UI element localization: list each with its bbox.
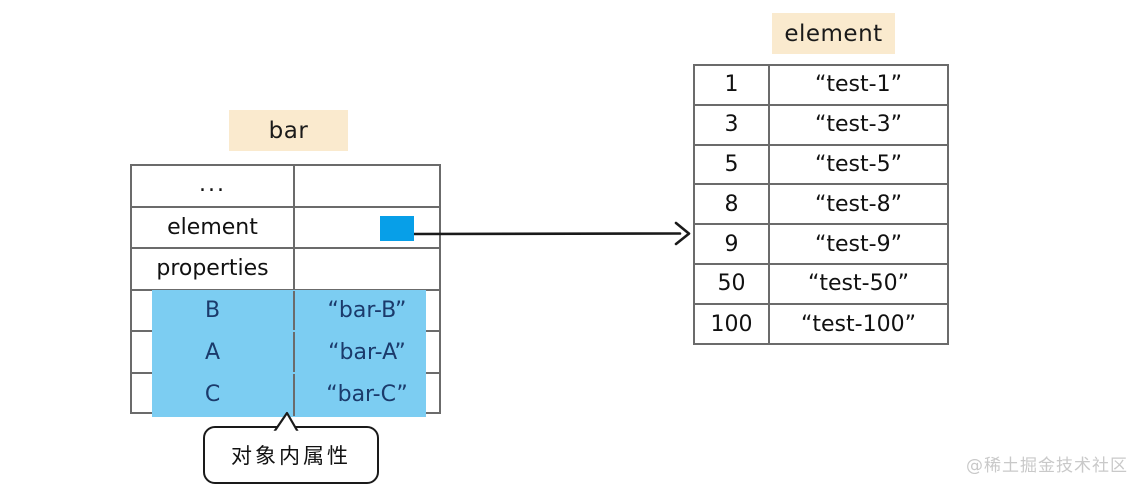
row-value — [295, 208, 439, 248]
table-row: ... — [132, 166, 439, 208]
table-row-highlighted: B “bar-B” — [132, 289, 439, 333]
table-row: 50 “test-50” — [695, 264, 947, 305]
row-key: C — [132, 373, 295, 416]
row-value — [295, 249, 439, 289]
table-row: properties — [132, 249, 439, 291]
element-reference-marker-icon — [380, 216, 414, 241]
row-key: 100 — [695, 304, 770, 345]
table-row: 1 “test-1” — [695, 66, 947, 106]
row-value: “test-50” — [808, 271, 909, 297]
callout-annotation: 对象内属性 — [203, 426, 379, 484]
bar-table-title: bar — [229, 110, 348, 151]
row-value: “test-1” — [815, 72, 902, 98]
row-value: “test-3” — [815, 112, 902, 138]
row-key: properties — [132, 249, 295, 289]
callout-pointer-icon — [272, 411, 300, 435]
table-row: 100 “test-100” — [695, 304, 947, 345]
row-key: 3 — [695, 105, 770, 144]
row-value: “bar-A” — [328, 339, 406, 365]
row-key: 50 — [695, 264, 770, 303]
table-row: element — [132, 207, 439, 250]
table-row: 8 “test-8” — [695, 185, 947, 226]
row-value: “test-100” — [801, 312, 916, 338]
table-row: 3 “test-3” — [695, 105, 947, 146]
row-key: B — [132, 290, 295, 331]
table-row: 9 “test-9” — [695, 225, 947, 265]
table-row-highlighted: C “bar-C” — [132, 372, 439, 417]
bar-object-table: ... element properties B “bar-B” A “bar-… — [130, 164, 441, 417]
element-table-title: element — [772, 13, 895, 54]
row-key: 5 — [695, 145, 770, 184]
row-highlight-band — [152, 372, 426, 417]
row-value: “bar-C” — [326, 382, 408, 408]
reference-arrow-icon — [408, 221, 691, 246]
row-key: 1 — [695, 66, 770, 104]
row-value: “test-5” — [815, 151, 902, 177]
element-object-table: 1 “test-1” 3 “test-3” 5 “test-5” 8 “test… — [693, 64, 949, 345]
row-highlight-band — [152, 289, 426, 332]
row-highlight-band — [152, 331, 426, 373]
row-key: element — [132, 207, 295, 248]
row-key: 9 — [695, 225, 770, 263]
table-row: 5 “test-5” — [695, 145, 947, 186]
watermark: @稀土掘金技术社区 — [966, 456, 1128, 476]
row-key: ... — [132, 166, 295, 206]
row-value: “test-8” — [815, 191, 902, 217]
row-value: “test-9” — [815, 231, 902, 257]
table-row-highlighted: A “bar-A” — [132, 331, 439, 374]
row-value: “bar-B” — [327, 298, 407, 324]
row-value — [295, 166, 439, 206]
row-key: A — [132, 332, 295, 372]
row-key: 8 — [695, 185, 770, 224]
